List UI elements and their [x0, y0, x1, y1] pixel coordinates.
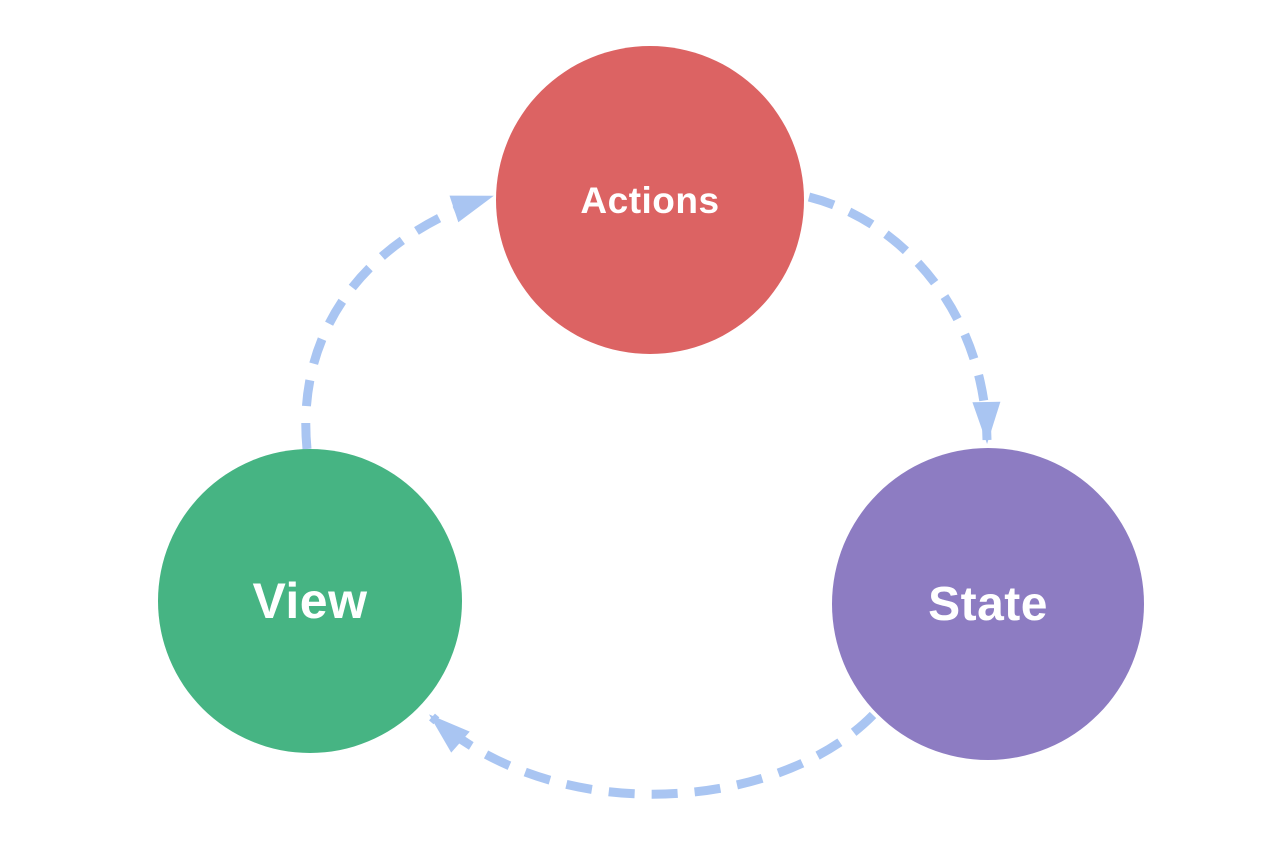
edge-view-to-actions: [301, 192, 494, 450]
node-view-label: View: [252, 573, 367, 629]
node-actions-circle: [496, 46, 804, 354]
node-actions-label: Actions: [580, 180, 719, 221]
edge-actions-to-state: [807, 192, 1001, 444]
node-view-circle: [158, 449, 462, 753]
node-state-circle: [832, 448, 1144, 760]
node-state-label: State: [928, 578, 1048, 631]
edge-state-to-view: [428, 711, 877, 799]
